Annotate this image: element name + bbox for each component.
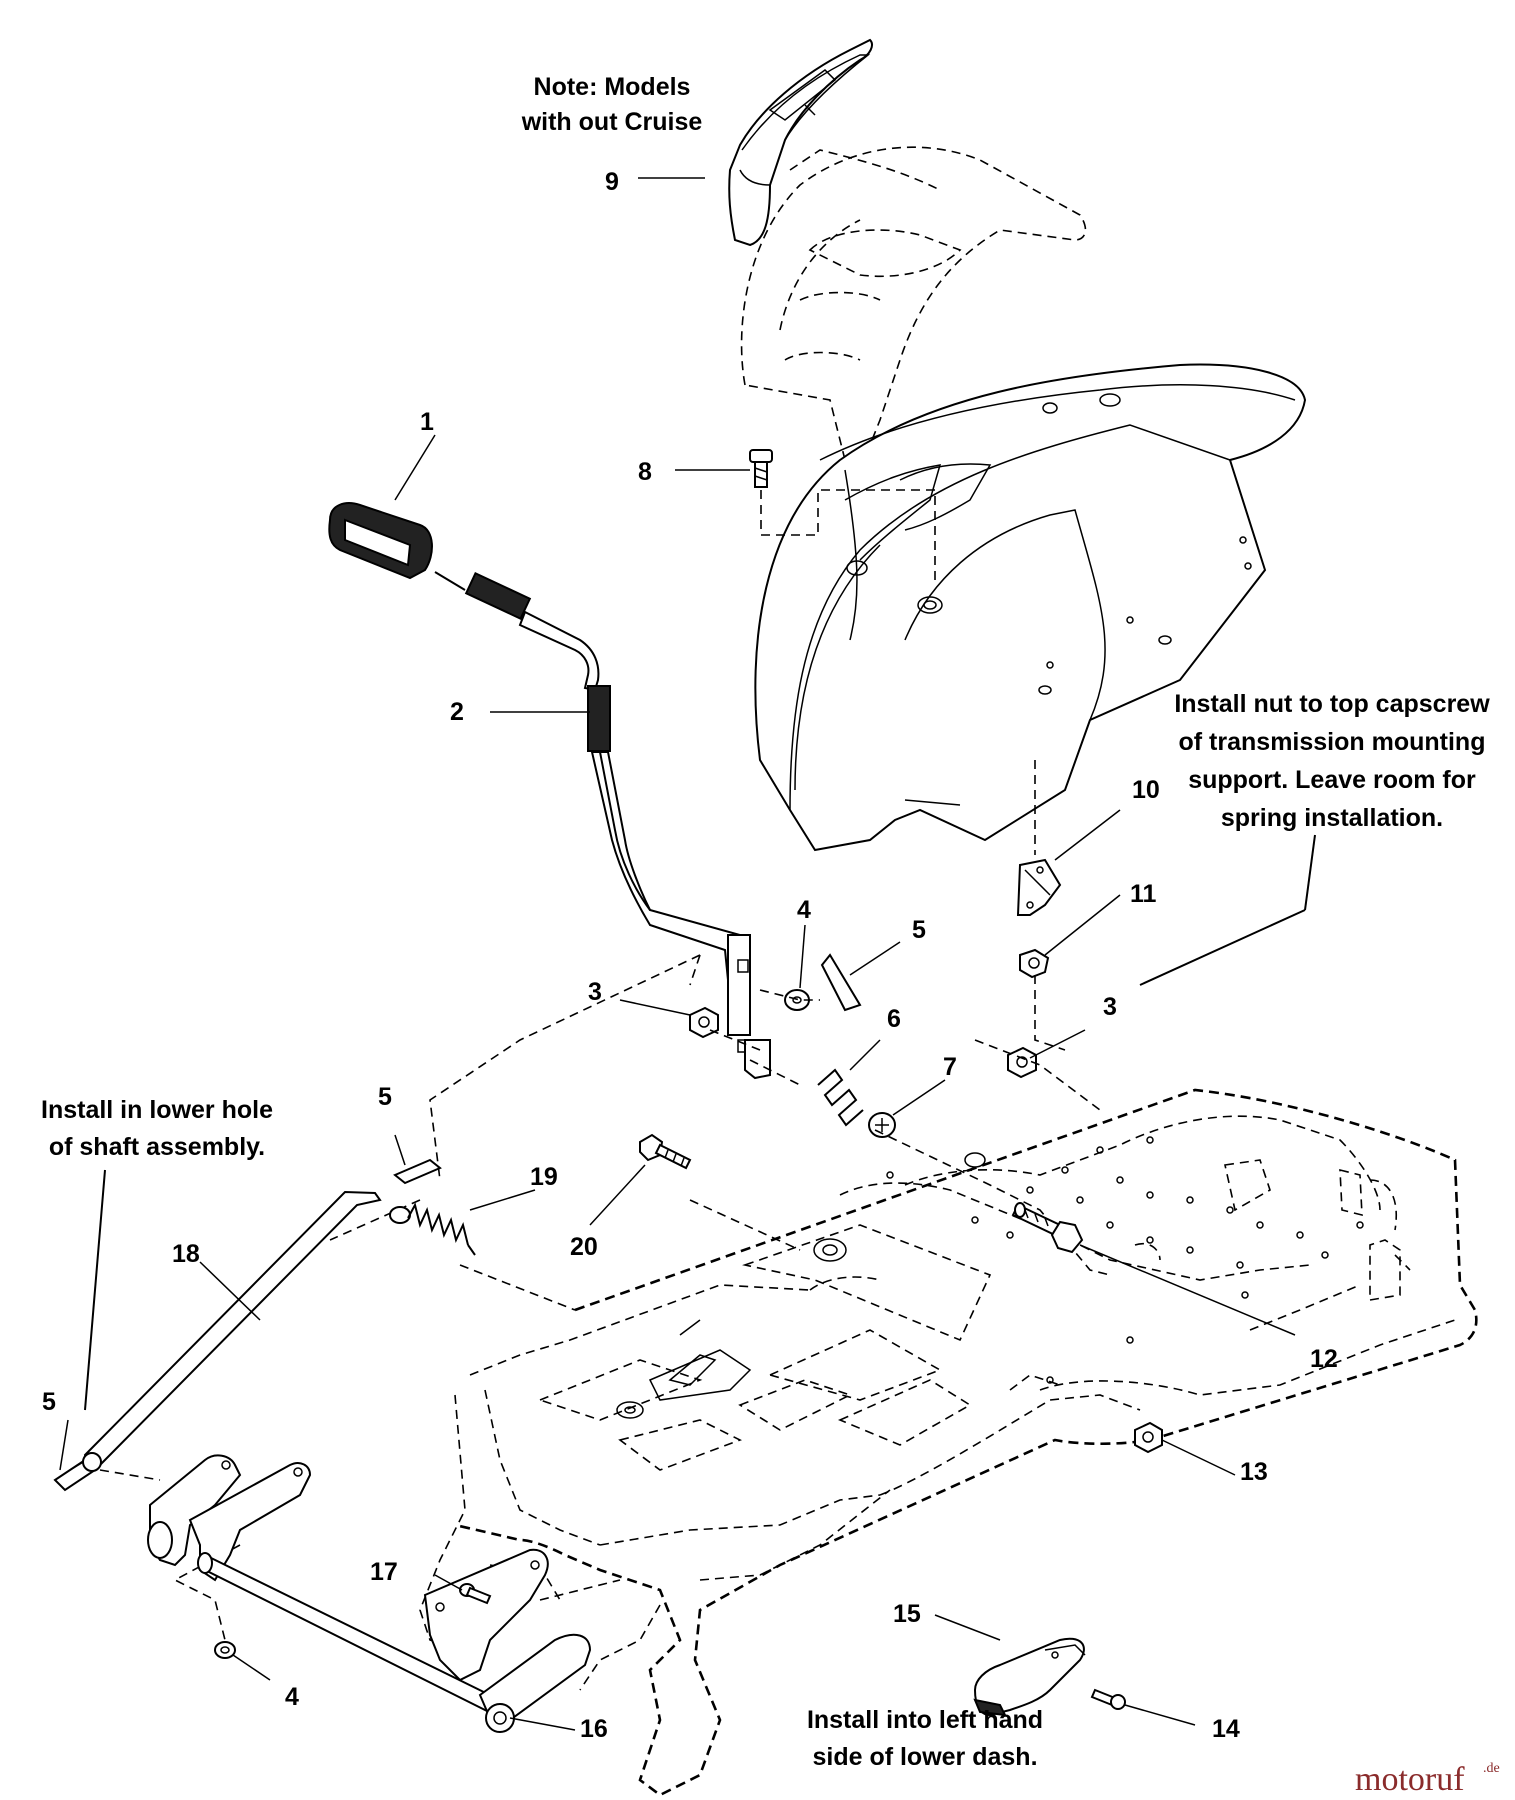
callout-16: 16	[580, 1715, 608, 1743]
frame-holes	[616, 1136, 1364, 1419]
callout-4-upper: 4	[797, 896, 811, 924]
callout-5-mid: 5	[378, 1083, 392, 1111]
callout-2: 2	[450, 698, 464, 726]
note-transmission-line-4: spring installation.	[1221, 804, 1443, 832]
note-cruise-line-2: with out Cruise	[521, 108, 703, 136]
callout-3-left: 3	[588, 978, 602, 1006]
spring-19	[389, 1202, 476, 1256]
callout-15: 15	[893, 1600, 921, 1628]
hairpin-clip-upper	[820, 953, 862, 1012]
callout-10: 10	[1132, 776, 1160, 804]
callout-1: 1	[420, 408, 434, 436]
bolt-20	[639, 1133, 692, 1170]
hairpin-clip-mid	[393, 1158, 442, 1185]
callout-14: 14	[1212, 1715, 1240, 1743]
frame-center-plate	[648, 1319, 752, 1401]
leader-lines	[59, 177, 1316, 1731]
callout-3-right: 3	[1103, 993, 1117, 1021]
note-cruise-line-1: Note: Models	[534, 73, 691, 101]
callout-19: 19	[530, 1163, 558, 1191]
note-transmission: Install nut to top capscrew of transmiss…	[1174, 690, 1490, 832]
callout-12: 12	[1310, 1345, 1338, 1373]
note-cruise: Note: Models with out Cruise	[521, 73, 703, 136]
note-shaft-line-1: Install in lower hole	[41, 1096, 273, 1124]
frame-chassis	[419, 1088, 1478, 1797]
watermark-main: motoruf	[1355, 1761, 1465, 1798]
pedal-pad	[328, 502, 433, 580]
note-dash-line-1: Install into left hand	[807, 1706, 1043, 1734]
callout-6: 6	[887, 1005, 901, 1033]
washer-4-lower	[214, 1641, 236, 1659]
callout-7: 7	[943, 1053, 957, 1081]
bolt-17	[459, 1583, 492, 1605]
callout-18: 18	[172, 1240, 200, 1268]
callout-17: 17	[370, 1558, 398, 1586]
pedal-shaft-assembly-16	[147, 1454, 592, 1733]
nut-3-left	[689, 1006, 719, 1039]
watermark-logo: motoruf .de	[1355, 1761, 1500, 1798]
bracket-plate-10	[1016, 858, 1062, 916]
screw-14	[1090, 1688, 1126, 1710]
bolt-12	[1011, 1202, 1084, 1254]
callout-9: 9	[605, 168, 619, 196]
leader-8-dashed	[760, 489, 936, 580]
nut-13	[1134, 1421, 1163, 1454]
nut-3-right	[1007, 1046, 1037, 1079]
note-transmission-line-2: of transmission mounting	[1179, 728, 1486, 756]
spring-6	[817, 1068, 864, 1127]
bolt-8	[749, 449, 773, 488]
callout-11: 11	[1130, 880, 1157, 908]
note-shaft-line-2: of shaft assembly.	[49, 1133, 265, 1161]
callout-5-upper: 5	[912, 916, 926, 944]
callout-5-lower: 5	[42, 1388, 56, 1416]
note-dash: Install into left hand side of lower das…	[807, 1706, 1043, 1771]
note-transmission-line-3: support. Leave room for	[1188, 766, 1476, 794]
callout-numbers: 1 2 3 3 4 4 5 5 5 6 7 8 9 10 11 12 13 14…	[42, 168, 1338, 1743]
fender-outline-dashed	[740, 146, 1087, 472]
callout-13: 13	[1240, 1458, 1268, 1486]
pedal-arm	[434, 571, 747, 1001]
callout-20: 20	[570, 1233, 598, 1261]
watermark-sub: .de	[1483, 1761, 1500, 1776]
callout-4-lower: 4	[285, 1683, 299, 1711]
nut-11	[1019, 948, 1050, 979]
note-shaft: Install in lower hole of shaft assembly.	[41, 1096, 273, 1161]
callout-8: 8	[638, 458, 652, 486]
lever-bracket	[727, 934, 771, 1080]
note-transmission-line-1: Install nut to top capscrew	[1174, 690, 1490, 718]
rod-18	[82, 1190, 382, 1472]
note-dash-line-2: side of lower dash.	[812, 1743, 1037, 1771]
cruise-cover-panel	[728, 38, 873, 247]
fender	[754, 363, 1307, 852]
dash-pad-15	[973, 1637, 1086, 1717]
